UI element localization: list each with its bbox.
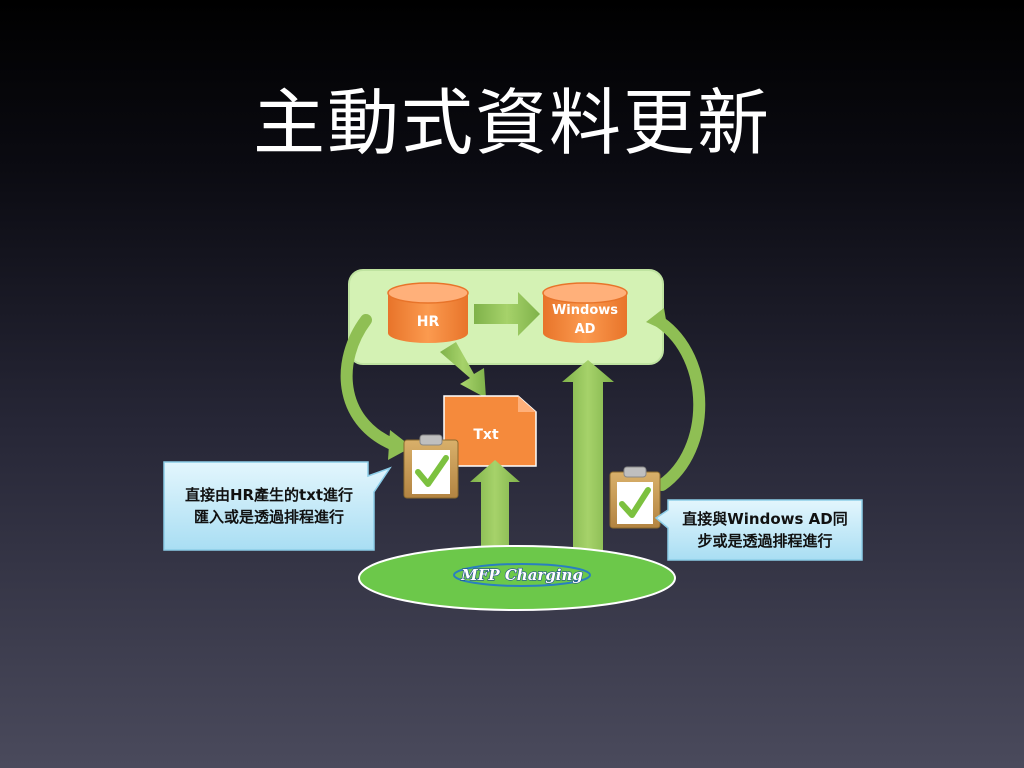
slide-title: 主動式資料更新 (252, 81, 771, 165)
callout-left-text: 直接由HR產生的txt進行 匯入或是透過排程進行 (164, 484, 374, 528)
arrow-hr-to-txt (440, 342, 486, 398)
callout-right-line2: 步或是透過排程進行 (697, 532, 833, 550)
curved-arrow-right (654, 316, 706, 491)
arrow-mfp-to-ad (562, 360, 614, 556)
callout-right (654, 499, 863, 561)
windows-ad-database-icon: Windows AD (542, 282, 628, 343)
hr-label: HR (417, 314, 440, 330)
callout-left (163, 461, 392, 551)
callout-left-line1: 直接由HR產生的txt進行 (184, 486, 354, 504)
hr-database-icon: HR (387, 282, 469, 343)
arrow-mfp-to-txt (470, 460, 520, 560)
txt-label: Txt (473, 427, 499, 443)
curved-arrow-left (340, 314, 398, 450)
callout-left-line2: 匯入或是透過排程進行 (193, 508, 344, 526)
clipboard-check-icon (403, 434, 459, 499)
clipboard-check-icon (609, 466, 661, 529)
mfp-charging-logo: MFP Charging (460, 566, 583, 584)
callout-right-line1: 直接與Windows AD同 (682, 510, 848, 528)
mfp-charging-node: MFP Charging (358, 545, 676, 611)
windows-ad-label-line2: AD (575, 322, 596, 337)
windows-ad-label-line1: Windows (552, 303, 618, 318)
callout-right-text: 直接與Windows AD同 步或是透過排程進行 (668, 508, 862, 552)
arrow-hr-to-ad (474, 292, 540, 336)
